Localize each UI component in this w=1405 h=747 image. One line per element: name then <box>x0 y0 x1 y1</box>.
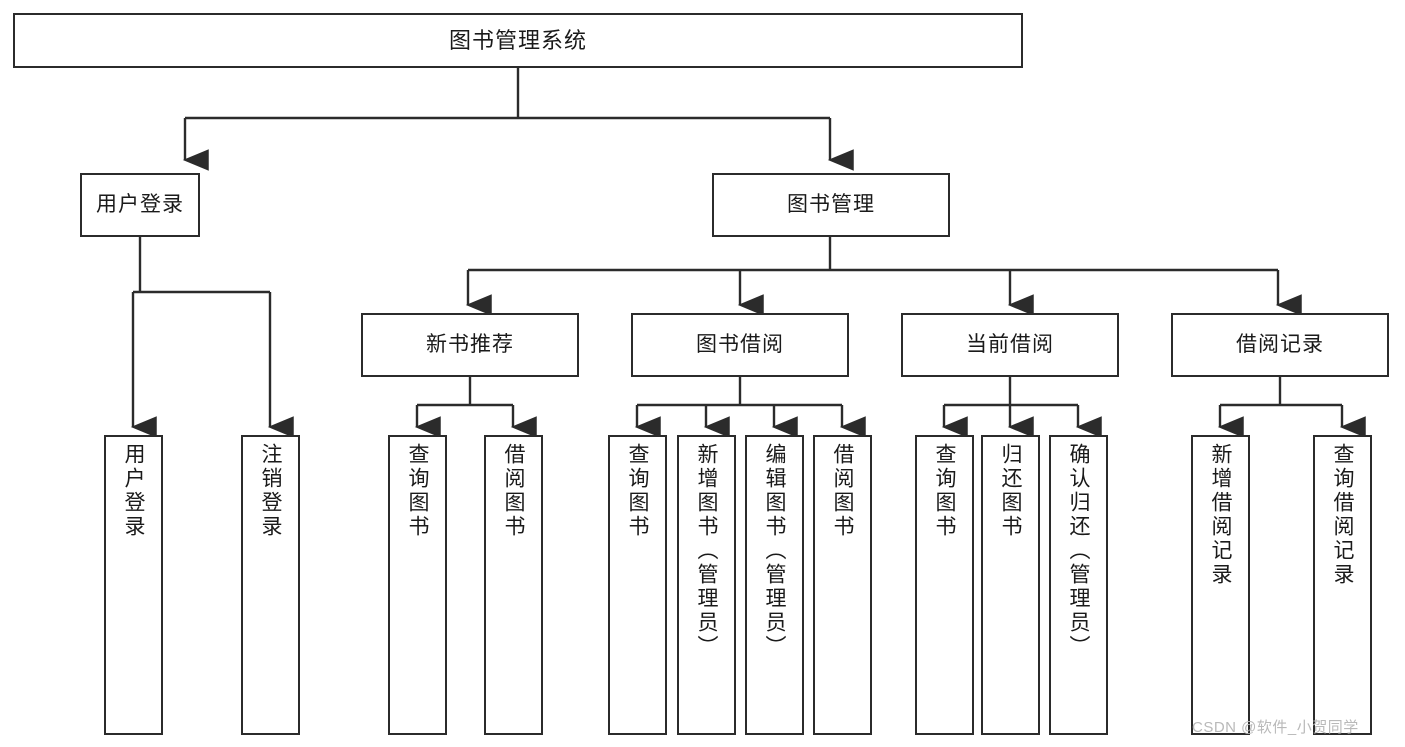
leaf-book-borrow-edit-book-admin[interactable]: 编辑图书（管理员） <box>745 435 804 735</box>
node-root-book-management-system[interactable]: 图书管理系统 <box>13 13 1023 68</box>
node-label: 新增图书（管理员） <box>695 443 718 659</box>
leaf-user-login-login[interactable]: 用户登录 <box>104 435 163 735</box>
leaf-current-borrow-return-book[interactable]: 归还图书 <box>981 435 1040 735</box>
node-label: 借阅记录 <box>1236 332 1324 356</box>
node-label: 查询借阅记录 <box>1331 443 1354 587</box>
node-current-borrowing[interactable]: 当前借阅 <box>901 313 1119 377</box>
node-borrowing-record[interactable]: 借阅记录 <box>1171 313 1389 377</box>
node-label: 图书管理 <box>787 192 875 216</box>
leaf-book-borrow-borrow-book[interactable]: 借阅图书 <box>813 435 872 735</box>
leaf-current-borrow-confirm-return-admin[interactable]: 确认归还（管理员） <box>1049 435 1108 735</box>
node-book-borrowing[interactable]: 图书借阅 <box>631 313 849 377</box>
node-book-management[interactable]: 图书管理 <box>712 173 950 237</box>
node-label: 图书借阅 <box>696 332 784 356</box>
leaf-book-borrow-query-book[interactable]: 查询图书 <box>608 435 667 735</box>
leaf-new-book-borrow-book[interactable]: 借阅图书 <box>484 435 543 735</box>
node-label: 归还图书 <box>999 443 1022 539</box>
node-label: 编辑图书（管理员） <box>763 443 786 659</box>
leaf-borrow-record-add-record[interactable]: 新增借阅记录 <box>1191 435 1250 735</box>
node-label: 图书管理系统 <box>448 27 587 53</box>
node-label: 新书推荐 <box>426 332 514 356</box>
leaf-book-borrow-add-book-admin[interactable]: 新增图书（管理员） <box>677 435 736 735</box>
node-new-book-recommendation[interactable]: 新书推荐 <box>361 313 579 377</box>
leaf-user-login-logout[interactable]: 注销登录 <box>241 435 300 735</box>
node-label: 借阅图书 <box>831 443 854 539</box>
node-label: 当前借阅 <box>966 332 1054 356</box>
node-label: 用户登录 <box>122 443 145 539</box>
leaf-new-book-query-book[interactable]: 查询图书 <box>388 435 447 735</box>
node-label: 查询图书 <box>626 443 649 539</box>
node-label: 新增借阅记录 <box>1209 443 1232 587</box>
node-label: 查询图书 <box>406 443 429 539</box>
node-label: 确认归还（管理员） <box>1067 443 1090 659</box>
node-label: 查询图书 <box>933 443 956 539</box>
node-label: 注销登录 <box>259 443 282 539</box>
leaf-borrow-record-query-record[interactable]: 查询借阅记录 <box>1313 435 1372 735</box>
csdn-watermark: CSDN @软件_小贺同学 <box>1192 719 1359 736</box>
node-label: 用户登录 <box>96 192 184 216</box>
node-user-login[interactable]: 用户登录 <box>80 173 200 237</box>
node-label: 借阅图书 <box>502 443 525 539</box>
leaf-current-borrow-query-book[interactable]: 查询图书 <box>915 435 974 735</box>
